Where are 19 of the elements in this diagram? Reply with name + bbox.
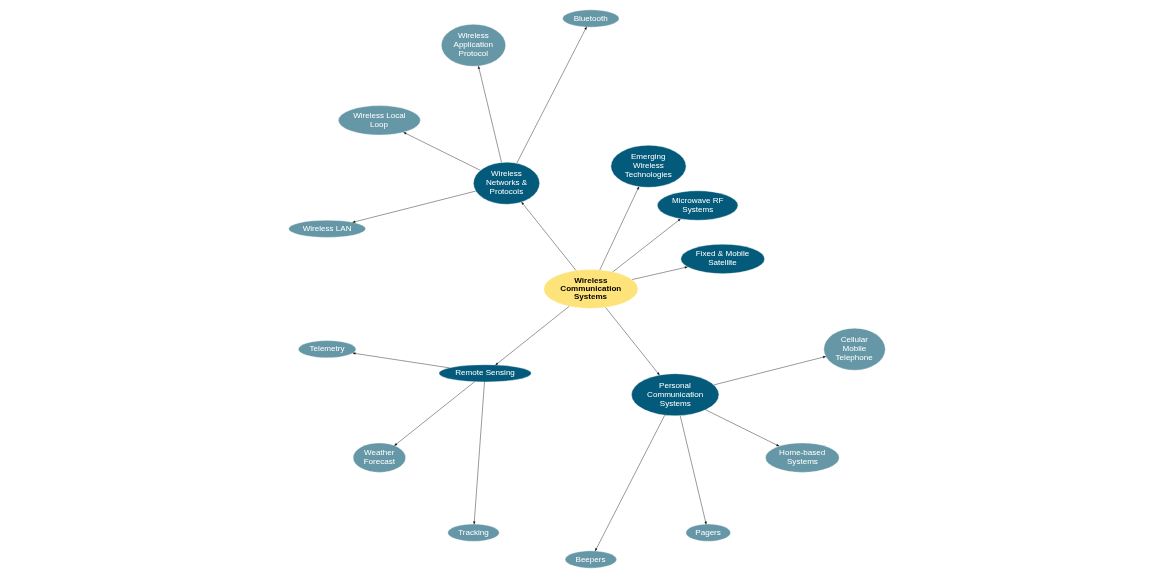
arrow <box>520 201 576 271</box>
arrow <box>393 381 475 446</box>
node-ellipse: Wireless Communication Systems <box>543 269 638 309</box>
arrow <box>403 132 481 171</box>
arrow <box>352 352 449 369</box>
node-ellipse: Fixed & Mobile Satellite <box>680 243 765 274</box>
arrow <box>612 218 681 272</box>
arrow <box>477 66 502 163</box>
arrow <box>705 409 779 447</box>
arrow <box>604 307 660 376</box>
arrow <box>494 306 569 366</box>
arrow <box>713 356 826 386</box>
arrow <box>631 266 688 280</box>
arrow <box>679 415 707 525</box>
arrow <box>594 415 665 552</box>
arrow <box>516 26 587 164</box>
arrow <box>351 190 476 223</box>
arrow <box>599 186 639 271</box>
arrow <box>472 381 485 525</box>
